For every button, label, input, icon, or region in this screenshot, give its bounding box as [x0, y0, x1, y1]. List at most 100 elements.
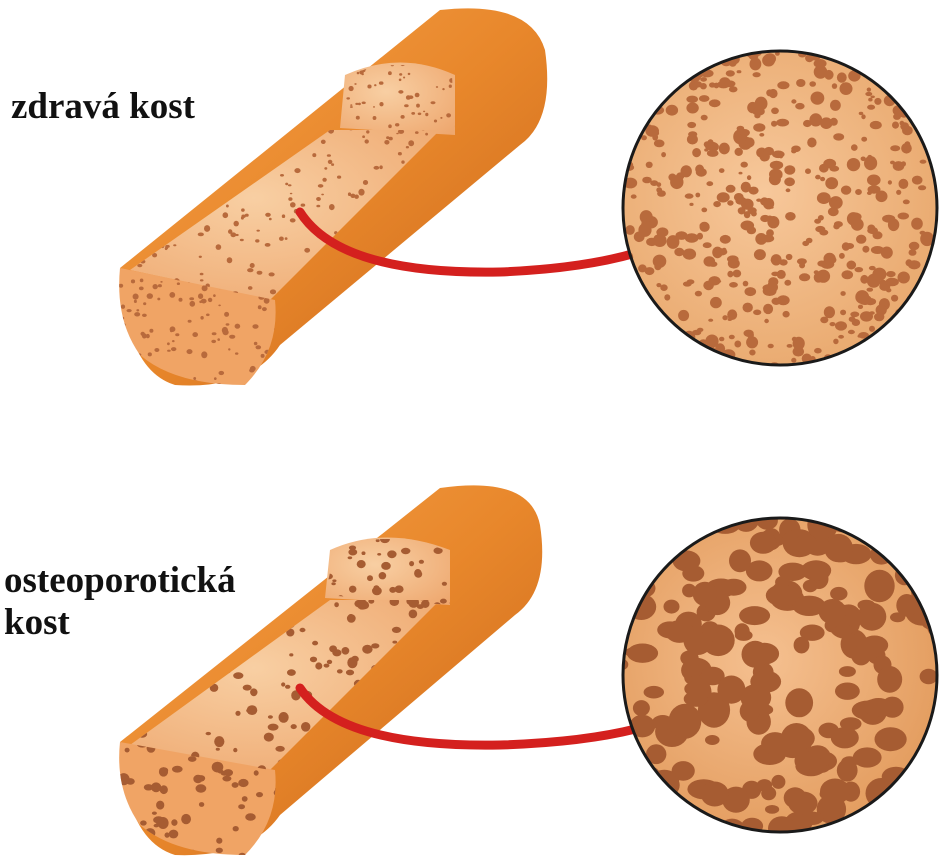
bone-pore: [342, 527, 347, 531]
bone-pore: [916, 338, 926, 348]
bone-pore: [874, 313, 884, 322]
bone-pore: [737, 70, 742, 73]
bone-pore: [255, 239, 259, 242]
healthy-bone-illustration: [117, 8, 547, 391]
bone-pore: [427, 243, 433, 249]
bone-pore: [399, 283, 402, 285]
bone-pore: [374, 84, 376, 86]
bone-pore: [202, 656, 208, 662]
bone-pore: [895, 565, 914, 585]
bone-pore: [824, 70, 833, 80]
bone-pore: [200, 273, 204, 276]
bone-pore: [892, 57, 900, 65]
bone-pore: [729, 282, 738, 288]
bone-pore: [806, 238, 813, 244]
bone-pore: [285, 183, 288, 186]
bone-pore: [885, 74, 890, 78]
bone-pore: [312, 153, 316, 157]
bone-pore: [134, 300, 137, 303]
bone-pore: [626, 594, 656, 620]
bone-pore: [763, 304, 773, 314]
bone-pore: [169, 292, 175, 298]
bone-pore: [186, 624, 194, 631]
bone-pore: [867, 88, 871, 92]
bone-pore: [759, 133, 764, 137]
bone-pore: [729, 549, 751, 572]
bone-pore: [402, 293, 406, 297]
bone-pore: [791, 146, 801, 153]
bone-pore: [700, 222, 710, 230]
bone-pore: [633, 342, 641, 349]
bone-pore: [860, 821, 892, 844]
bone-pore: [255, 345, 261, 349]
bone-pore: [198, 293, 203, 299]
bone-pore: [439, 229, 443, 231]
bone-pore: [830, 118, 838, 126]
bone-pore: [743, 281, 749, 287]
bone-pore: [135, 637, 141, 642]
bone-pore: [886, 288, 891, 292]
bone-pore: [187, 642, 195, 648]
bone-pore: [200, 279, 204, 281]
bone-pore: [633, 797, 662, 816]
bone-pore: [153, 142, 157, 146]
bone-pore: [441, 705, 448, 710]
bone-pore: [404, 104, 409, 107]
bone-pore: [814, 219, 821, 224]
bone-pore: [259, 599, 268, 606]
bone-pore: [676, 363, 689, 375]
bone-pore: [763, 198, 774, 209]
bone-pore: [304, 248, 310, 253]
bone-pore: [235, 352, 238, 354]
bone-pore: [899, 88, 907, 97]
bone-pore: [433, 226, 436, 230]
bone-pore: [627, 644, 658, 663]
bone-pore: [848, 355, 862, 368]
bone-pore: [795, 534, 818, 554]
bone-pore: [281, 828, 288, 836]
bone-pore: [784, 165, 795, 174]
bone-pore: [269, 272, 275, 276]
bone-pore: [620, 289, 626, 293]
bone-pore: [662, 819, 677, 830]
bone-pore: [622, 501, 655, 531]
bone-pore: [839, 666, 856, 677]
bone-pore: [350, 104, 352, 106]
bone-pore: [917, 54, 927, 63]
bone-pore: [190, 162, 194, 164]
bone-pore: [172, 340, 175, 342]
bone-pore: [218, 856, 229, 861]
bone-pore: [867, 288, 874, 292]
bone-pore: [772, 298, 781, 305]
bone-pore: [768, 344, 774, 349]
bone-pore: [312, 641, 318, 646]
bone-pore: [200, 316, 203, 320]
bone-pore: [367, 575, 373, 581]
bone-pore: [871, 96, 875, 99]
bone-pore: [358, 296, 361, 300]
bone-pore: [621, 329, 632, 342]
bone-pore: [629, 322, 640, 330]
bone-pore: [766, 585, 799, 607]
bone-pore: [853, 747, 882, 767]
bone-pore: [894, 511, 925, 533]
bone-pore: [619, 90, 626, 97]
bone-pore: [931, 305, 936, 309]
bone-pore: [387, 550, 396, 558]
bone-pore: [157, 298, 160, 301]
bone-pore: [334, 76, 337, 79]
bone-pore: [769, 222, 776, 226]
bone-pore: [632, 111, 643, 119]
bone-pore: [188, 320, 192, 323]
bone-pore: [791, 99, 796, 103]
bone-pore: [889, 59, 902, 73]
bone-pore: [150, 616, 156, 622]
bone-pore: [628, 348, 638, 355]
bone-pore: [870, 339, 877, 344]
bone-pore: [261, 354, 265, 358]
bone-pore: [288, 197, 292, 201]
bone-pore: [629, 114, 634, 120]
bone-pore: [616, 601, 634, 615]
bone-pore: [847, 212, 860, 225]
bone-pore: [324, 167, 327, 170]
